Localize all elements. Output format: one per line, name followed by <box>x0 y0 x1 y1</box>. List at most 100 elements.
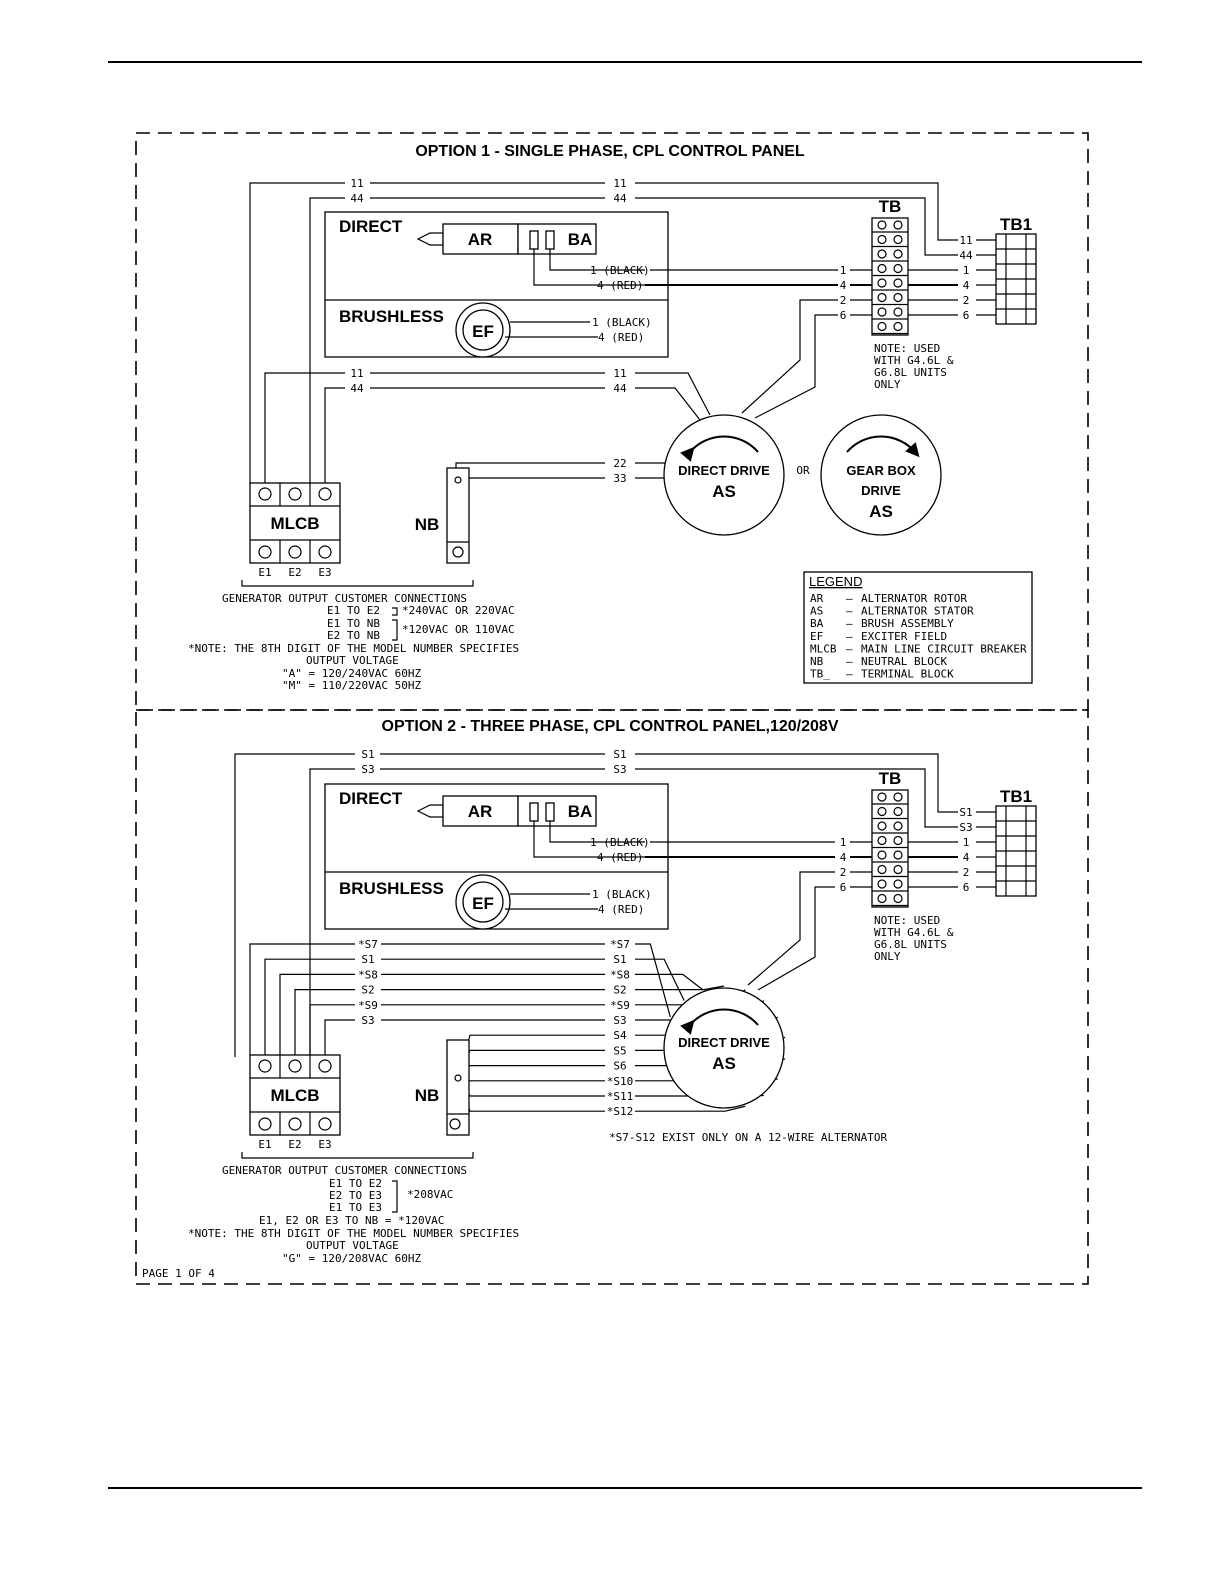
o1-or-label: OR <box>796 464 810 477</box>
o2-wire-s1-b: S1 <box>613 748 626 761</box>
o1-conn-4: *NOTE: THE 8TH DIGIT OF THE MODEL NUMBER… <box>188 642 519 655</box>
o2-stator-left-label: *S7 <box>358 938 378 951</box>
o2-ef-label: EF <box>472 894 494 913</box>
legend-desc: NEUTRAL BLOCK <box>861 655 947 668</box>
o2-stator-right-label: *S12 <box>607 1105 634 1118</box>
o2-e3: E3 <box>318 1138 331 1151</box>
o1-conn-6: "A" = 120/240VAC 60HZ <box>282 667 421 680</box>
option1-title: OPTION 1 - SINGLE PHASE, CPL CONTROL PAN… <box>415 143 805 160</box>
o2-tb1-w6: 6 <box>963 881 970 894</box>
o1-e1: E1 <box>258 566 271 579</box>
legend-code: MLCB <box>810 642 837 655</box>
o1-wire-11-d: 11 <box>613 367 626 380</box>
o1-wire-22: 22 <box>613 457 626 470</box>
o2-direct-drive-label: DIRECT DRIVE <box>678 1035 770 1050</box>
o2-stator-right-label: S1 <box>613 953 626 966</box>
o2-tb-label: TB <box>879 769 902 788</box>
o2-note-2: WITH G4.6L & <box>874 926 954 939</box>
o1-as-label: AS <box>712 482 736 501</box>
o2-red: 4 (RED) <box>597 851 643 864</box>
o2-ef-black: 1 (BLACK) <box>592 888 652 901</box>
o1-tb-w1: 1 <box>840 264 847 277</box>
o1-wire-44-c: 44 <box>350 382 364 395</box>
o2-tb1-ws1: S1 <box>959 806 972 819</box>
o2-v208: *208VAC <box>407 1188 453 1201</box>
o1-gear-box-label: GEAR BOX <box>846 463 916 478</box>
o2-direct-label: DIRECT <box>339 789 403 808</box>
o2-ba-label: BA <box>568 802 593 821</box>
legend-desc: ALTERNATOR STATOR <box>861 605 974 618</box>
legend-desc: MAIN LINE CIRCUIT BREAKER <box>861 642 1027 655</box>
o2-tb-block <box>871 789 909 908</box>
o1-as-label-2: AS <box>869 502 893 521</box>
legend-code: EF <box>810 630 823 643</box>
o1-nb-label: NB <box>415 515 440 534</box>
o1-wire-33: 33 <box>613 472 626 485</box>
o2-stator-right-label: *S10 <box>607 1075 634 1088</box>
o2-ar-label: AR <box>468 802 493 821</box>
o2-direct-drive-stator <box>663 987 785 1109</box>
o2-wire-s1-a: S1 <box>361 748 374 761</box>
legend-code: TB_ <box>810 668 830 681</box>
o2-note-3: G6.8L UNITS <box>874 938 947 951</box>
o1-black: 1 (BLACK) <box>590 264 650 277</box>
o1-direct-drive-label: DIRECT DRIVE <box>678 463 770 478</box>
o2-e2: E2 <box>288 1138 301 1151</box>
legend-box <box>803 571 1033 684</box>
page-number: PAGE 1 OF 4 <box>142 1267 215 1280</box>
legend-desc: EXCITER FIELD <box>861 630 947 643</box>
legend-desc: BRUSH ASSEMBLY <box>861 617 954 630</box>
o2-tb-w1: 1 <box>840 836 847 849</box>
legend-code: BA <box>810 617 824 630</box>
o2-stator-left-label: *S8 <box>358 968 378 981</box>
o1-tb1-w11: 11 <box>959 234 972 247</box>
o2-stator-right-label: S3 <box>613 1014 626 1027</box>
o2-conn-1: E1 TO E2 <box>329 1177 382 1190</box>
o1-ar-label: AR <box>468 230 493 249</box>
o1-tb-w2: 2 <box>840 294 847 307</box>
legend-dash: — <box>846 617 853 630</box>
o1-tb1-label: TB1 <box>1000 215 1032 234</box>
o2-stator-right-label: S2 <box>613 984 626 997</box>
o1-tb-w6: 6 <box>840 309 847 322</box>
o2-tb1-w1: 1 <box>963 836 970 849</box>
legend-dash: — <box>846 655 853 668</box>
o2-neutral-block <box>446 1039 470 1136</box>
o1-conn-3: E2 TO NB <box>327 629 380 642</box>
o1-note-2: WITH G4.6L & <box>874 354 954 367</box>
legend-desc: ALTERNATOR ROTOR <box>861 592 967 605</box>
o1-tb1-w6: 6 <box>963 309 970 322</box>
option2-border <box>135 709 1089 1285</box>
o1-direct-label: DIRECT <box>339 217 403 236</box>
o1-note-1: NOTE: USED <box>874 342 940 355</box>
legend-title: LEGEND <box>809 574 862 589</box>
legend-code: AR <box>810 592 824 605</box>
o2-conn-7: "G" = 120/208VAC 60HZ <box>282 1252 421 1265</box>
o1-wire-44-b: 44 <box>613 192 627 205</box>
o2-tb1-ws3: S3 <box>959 821 972 834</box>
o2-stator-right-label: S5 <box>613 1044 626 1057</box>
o2-stator-left-label: S2 <box>361 984 374 997</box>
o1-e2: E2 <box>288 566 301 579</box>
o2-stator-right-label: S6 <box>613 1060 626 1073</box>
o1-conn-7: "M" = 110/220VAC 50HZ <box>282 679 421 692</box>
o2-brushless-label: BRUSHLESS <box>339 879 444 898</box>
o2-note12: *S7-S12 EXIST ONLY ON A 12-WIRE ALTERNAT… <box>609 1131 888 1144</box>
o2-stator-left-label: *S9 <box>358 999 378 1012</box>
o1-wire-11-b: 11 <box>613 177 626 190</box>
o1-v240: *240VAC OR 220VAC <box>402 604 515 617</box>
o1-mlcb <box>249 482 341 564</box>
o2-mlcb-label: MLCB <box>270 1086 319 1105</box>
o1-red: 4 (RED) <box>597 279 643 292</box>
o1-tb-w4: 4 <box>840 279 847 292</box>
o2-wire-s3-b: S3 <box>613 763 626 776</box>
o1-note-4: ONLY <box>874 378 901 391</box>
o2-stator-right-label: S4 <box>613 1029 627 1042</box>
o2-stator-right-label: *S11 <box>607 1090 634 1103</box>
option2-title: OPTION 2 - THREE PHASE, CPL CONTROL PANE… <box>382 718 839 735</box>
o1-tb1-w4: 4 <box>963 279 970 292</box>
o1-conn-0: GENERATOR OUTPUT CUSTOMER CONNECTIONS <box>222 592 467 605</box>
o1-v120: *120VAC OR 110VAC <box>402 623 515 636</box>
o1-tb-block <box>871 217 909 336</box>
